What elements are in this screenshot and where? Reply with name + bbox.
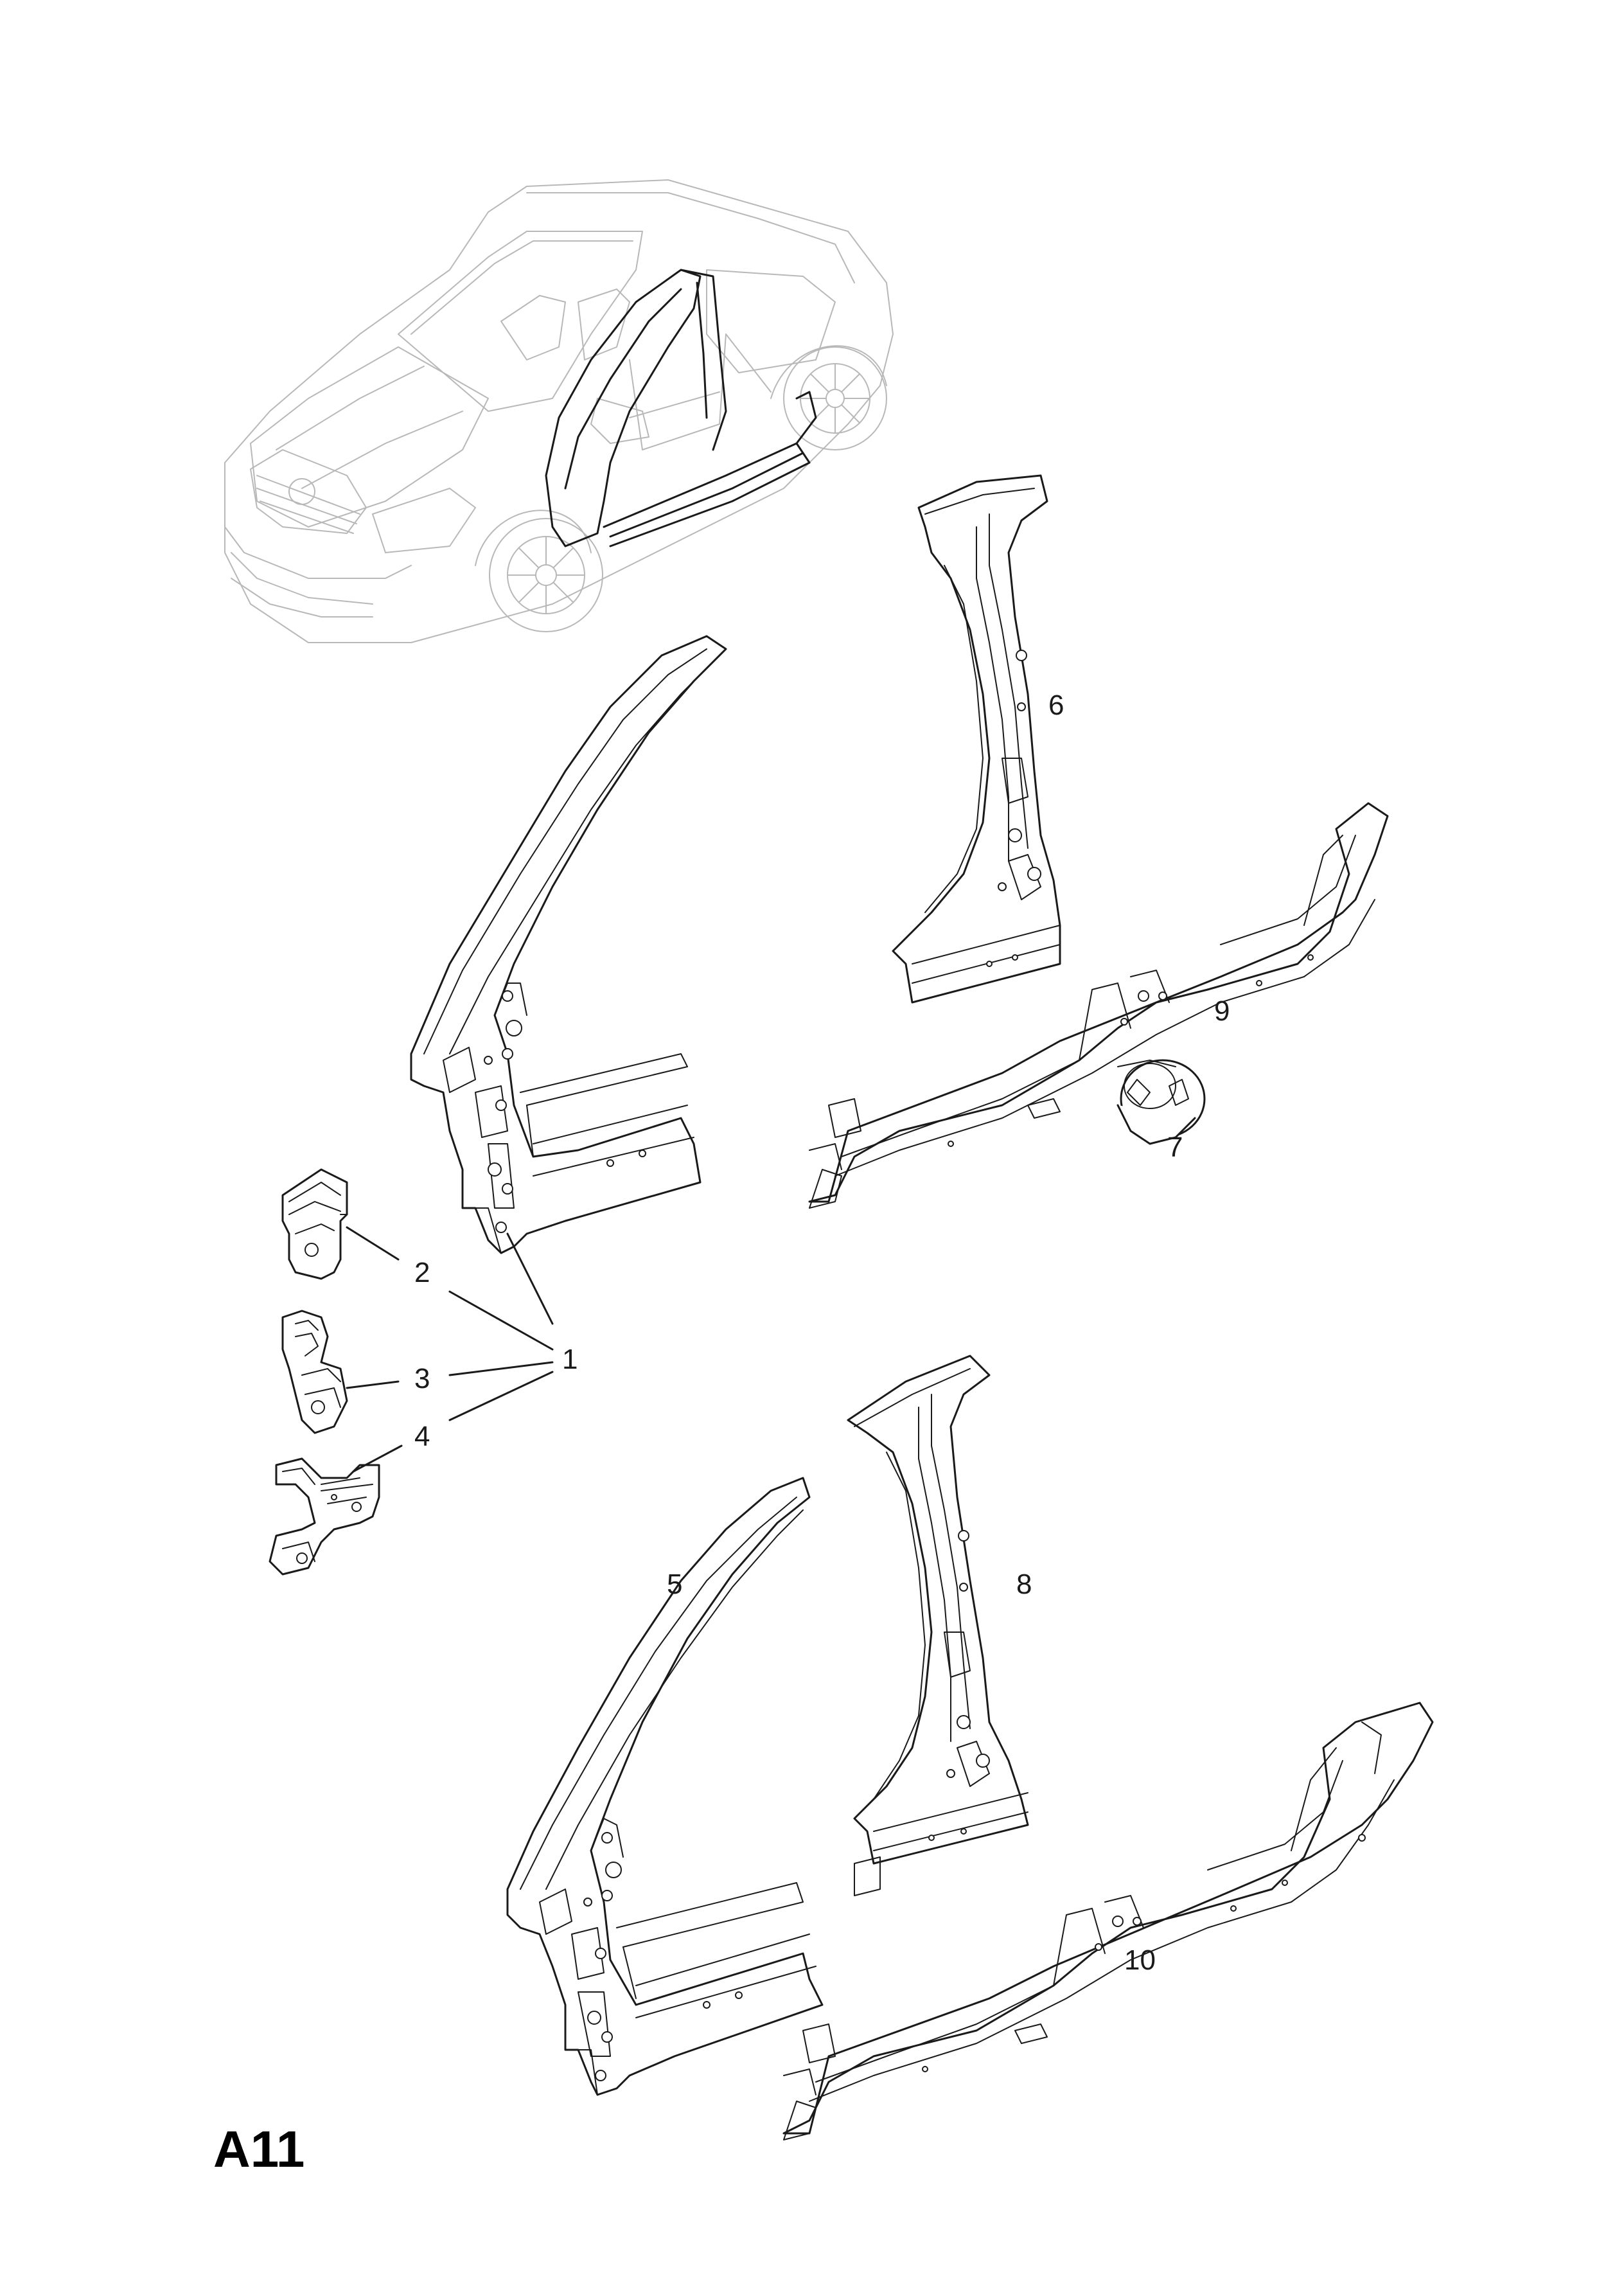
callout-9: 9	[1214, 995, 1230, 1027]
callout-5: 5	[667, 1569, 682, 1600]
leader-2-to-1	[448, 1290, 554, 1351]
callout-2: 2	[414, 1257, 430, 1288]
callout-8: 8	[1016, 1569, 1032, 1600]
leader-2	[346, 1226, 400, 1261]
part-2-bracket	[281, 1168, 348, 1280]
leader-3	[346, 1380, 400, 1389]
part-3-bracket	[281, 1310, 348, 1434]
callout-7: 7	[1167, 1132, 1183, 1163]
leader-lines	[346, 1226, 554, 1473]
part-7-plug	[1116, 1059, 1206, 1145]
callout-4: 4	[414, 1421, 430, 1452]
part-5-a-pillar-lower	[506, 1477, 824, 2096]
leader-3-to-1	[448, 1361, 554, 1376]
callout-6: 6	[1048, 689, 1064, 721]
callout-3: 3	[414, 1363, 430, 1394]
car-overview	[224, 179, 894, 643]
leader-4	[352, 1445, 403, 1473]
leader-1-to-part	[506, 1232, 554, 1325]
callout-1: 1	[562, 1344, 578, 1375]
part-4-bracket	[269, 1457, 380, 1576]
part-8-b-pillar-lower	[847, 1355, 1029, 1896]
part-10-sill-panel-lower	[782, 1702, 1434, 2140]
part-9-sill-panel	[808, 802, 1389, 1209]
diagram-reference-code: A11	[213, 2121, 304, 2178]
part-6-b-pillar	[892, 474, 1061, 1004]
leader-4-to-1	[448, 1371, 554, 1421]
part-1-a-pillar	[410, 635, 727, 1254]
callout-labels: 1 2 3 4 5 6 7 8 9 10	[414, 689, 1230, 1976]
callout-10: 10	[1124, 1944, 1156, 1976]
